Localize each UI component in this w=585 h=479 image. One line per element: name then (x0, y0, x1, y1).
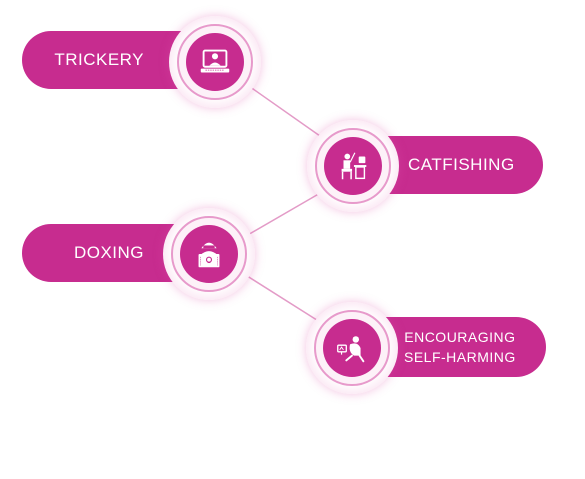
badge-ring (177, 24, 253, 100)
connector-trickery-catfishing (245, 83, 321, 137)
person-at-desk-icon (341, 152, 367, 180)
computer-hacker-icon (200, 49, 230, 73)
badge-doxing (163, 208, 255, 300)
connector-catfishing-doxing (245, 191, 323, 237)
masked-hacker-laptop-icon (198, 242, 220, 268)
node-label-line1: ENCOURAGING (404, 329, 516, 345)
badge-core (323, 319, 381, 377)
node-label: ENCOURAGING SELF-HARMING (404, 327, 516, 367)
badge-core (186, 33, 244, 91)
badge-core (180, 225, 238, 283)
badge-trickery (169, 16, 261, 108)
node-label: CATFISHING (408, 155, 515, 174)
node-label: DOXING (73, 243, 144, 262)
node-label: TRICKERY (54, 50, 144, 69)
distressed-person-icon (337, 336, 365, 363)
badge-ring (171, 216, 247, 292)
badge-ring (314, 310, 390, 386)
badge-catfishing (307, 120, 399, 212)
badge-core (324, 137, 382, 195)
node-label-line2: SELF-HARMING (404, 349, 516, 365)
badge-self-harming (306, 302, 398, 394)
badge-ring (315, 128, 391, 204)
connector-doxing-selfharm (243, 273, 321, 323)
